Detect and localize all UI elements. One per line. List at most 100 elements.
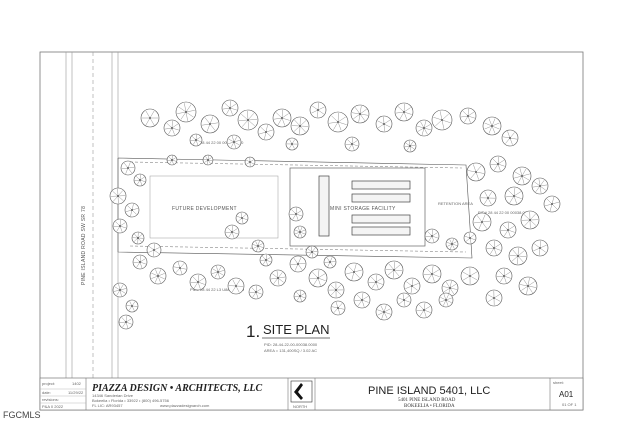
tree-symbol — [285, 137, 299, 151]
project-row-label: project: — [42, 381, 55, 386]
tree-symbol — [431, 109, 453, 131]
tree-symbol — [485, 289, 503, 307]
tree-symbol — [175, 101, 197, 123]
project-address: 5401 PINE ISLAND ROAD — [398, 398, 456, 403]
tree-symbol — [384, 260, 404, 280]
tree-symbol — [375, 303, 393, 321]
date-row-label: date: — [42, 390, 51, 395]
tree-symbol — [330, 300, 346, 316]
tree-symbol — [422, 264, 442, 284]
site-plan-number: 1. — [246, 322, 260, 341]
tree-symbol — [485, 239, 503, 257]
tree-symbol — [202, 154, 214, 166]
tree-symbol — [499, 221, 517, 239]
tree-symbol — [112, 218, 128, 234]
tree-symbol — [172, 260, 188, 276]
tree-symbol — [257, 123, 275, 141]
tree-symbol — [459, 107, 477, 125]
tree-symbol — [288, 206, 304, 222]
tree-symbol — [424, 228, 440, 244]
tree-symbol — [224, 224, 240, 240]
site-plan-note-1: PID: 28-44-22-00-00038.0000 — [264, 342, 318, 347]
firm-license: FL LIC: AR93457 — [92, 403, 123, 408]
tree-symbol — [125, 299, 139, 313]
project-city: BOKEELIA • FLORIDA — [404, 404, 455, 409]
north-label: NORTH — [293, 404, 307, 409]
tree-symbol — [396, 292, 412, 308]
tree-symbol — [403, 139, 417, 153]
tree-symbol — [344, 136, 360, 152]
north-arrow-icon — [290, 380, 313, 403]
listing-watermark: FGCMLS — [3, 410, 41, 420]
tree-symbol — [305, 245, 319, 259]
tree-symbol — [140, 108, 160, 128]
site-plan-note-2: AREA = 131,400SQ / 3.02 AC — [264, 348, 317, 353]
tree-symbol — [124, 202, 140, 218]
tree-symbol — [350, 104, 370, 124]
tree-symbol — [367, 273, 385, 291]
firm-name: PIAZZA DESIGN • ARCHITECTS, LLC — [92, 383, 262, 394]
tree-symbol — [403, 277, 421, 295]
tree-symbol — [289, 255, 307, 273]
tree-symbol — [375, 115, 393, 133]
tree-symbol — [227, 277, 245, 295]
sheet-of: 01 OF 1 — [562, 402, 577, 407]
tree-symbol — [166, 154, 178, 166]
tree-symbol — [394, 102, 414, 122]
tree-symbol — [518, 276, 538, 296]
revisions-row-label: revisions: — [42, 397, 59, 402]
tree-symbol — [269, 269, 287, 287]
tree-symbol — [438, 292, 454, 308]
parcel-label-south: PID# 28 44 22 L3 U8883.4400 — [190, 287, 245, 292]
tree-symbol — [259, 253, 273, 267]
tree-symbol — [293, 225, 307, 239]
tree-symbol — [226, 134, 242, 150]
retention-area-label: RETENTION AREA — [438, 201, 473, 206]
firm-address-line-2: Bokeelia • Florida • 33922 • (800) 496-5… — [92, 398, 170, 403]
tree-symbol — [235, 211, 249, 225]
tree-symbol — [512, 166, 532, 186]
tree-symbol — [309, 101, 327, 119]
tree-symbol — [344, 262, 364, 282]
firm-website: www.piazzadesignarch.com — [160, 403, 210, 408]
tree-symbol — [415, 301, 433, 319]
tree-symbol — [441, 279, 459, 297]
tree-symbol — [189, 133, 203, 147]
tree-symbol — [200, 114, 220, 134]
tree-symbol — [189, 273, 207, 291]
tree-symbol — [482, 116, 502, 136]
tree-symbol — [244, 156, 256, 168]
tree-symbol — [501, 129, 519, 147]
tree-symbol — [237, 109, 259, 131]
tree-symbol — [133, 173, 147, 187]
tree-symbol — [308, 268, 328, 288]
tree-symbol — [293, 289, 307, 303]
tree-symbol — [415, 119, 433, 137]
road — [65, 52, 119, 378]
tree-symbol — [109, 187, 127, 205]
tree-symbol — [210, 264, 226, 280]
project-name: PINE ISLAND 5401, LLC — [368, 385, 490, 397]
tree-symbol — [531, 177, 549, 195]
tree-symbol — [520, 210, 540, 230]
tree-symbol — [504, 186, 524, 206]
copyright-note: P&A 0 2022 — [42, 404, 64, 409]
tree-symbol — [149, 267, 167, 285]
tree-symbol — [445, 237, 459, 251]
tree-symbol — [479, 189, 497, 207]
tree-symbol — [290, 116, 310, 136]
tree-symbol — [146, 242, 162, 258]
tree-symbol — [327, 111, 349, 133]
date-row-value: 11/29/22 — [68, 390, 84, 395]
tree-canopy — [109, 99, 561, 330]
storage-facility — [289, 167, 426, 247]
tree-symbol — [248, 284, 264, 300]
tree-symbol — [272, 108, 292, 128]
tree-symbol — [543, 195, 561, 213]
firm-address-line-1: 14346 Sanderian Drive — [92, 393, 134, 398]
tree-symbol — [251, 239, 265, 253]
site-plan-title: SITE PLAN — [263, 322, 329, 337]
tree-symbol — [131, 231, 145, 245]
tree-symbol — [495, 267, 513, 285]
